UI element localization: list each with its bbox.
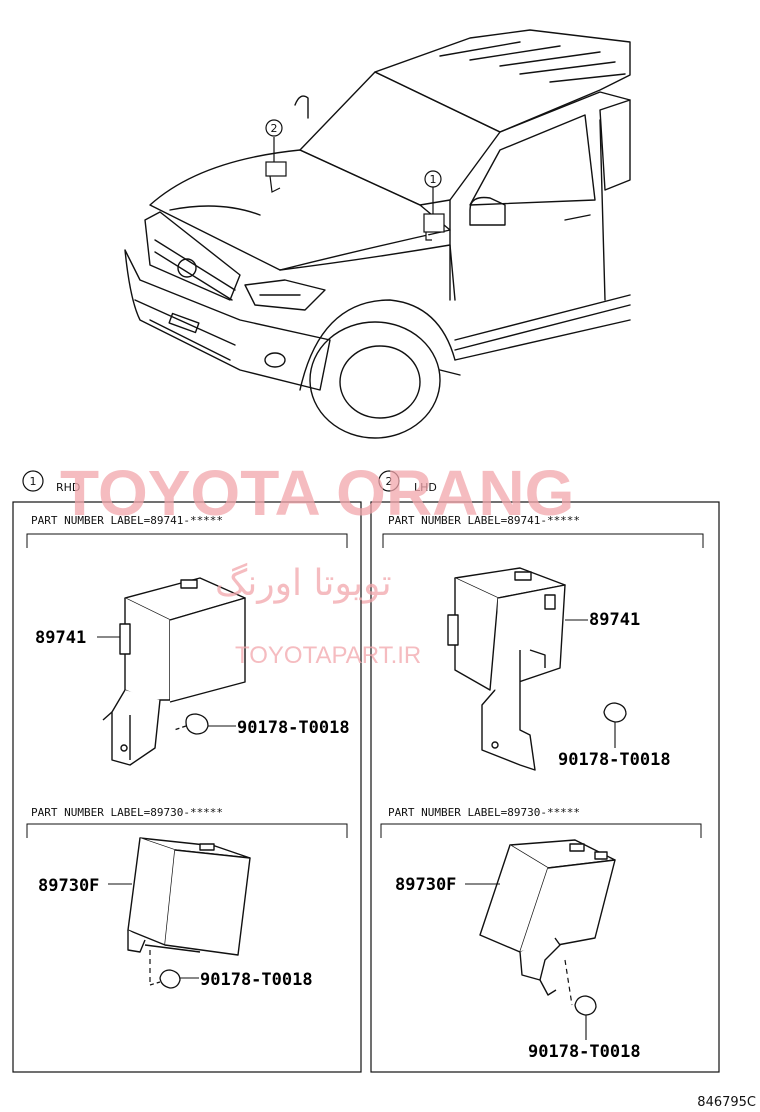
module-89741-lhd [447,567,566,771]
clip-90178-rhd-lower [159,969,181,989]
clip-90178-lhd-lower [574,995,597,1016]
panel-rhd-number-circle [22,470,44,492]
panel-rhd-bracket-b [26,823,348,838]
callout-circle-2: 2 [265,119,283,137]
panel-rhd-label-b: PART NUMBER LABEL=89730-***** [31,806,223,819]
clip-90178-rhd-lower-label: 90178-T0018 [200,970,313,990]
module-89730f-lhd [479,839,616,996]
watermark-line1: TOYOTA ORANG [60,457,574,529]
panel-rhd: 1 RHD PART NUMBER LABEL=89741-***** 8974… [12,470,362,1073]
callout-number-1: 1 [430,173,437,186]
component-marker-2 [265,137,287,193]
part-89730f-lhd: 89730F [395,875,456,895]
panel-rhd-number: 1 [30,475,37,488]
callout-circle-1: 1 [424,170,442,188]
clip-90178-lhd-upper [603,702,627,723]
panel-lhd-bracket-b [380,823,702,838]
watermark-line2: تویوتا اورنگ [215,562,392,604]
panel-rhd-bracket-a [26,533,348,548]
part-89741-rhd: 89741 [35,628,86,648]
clip-90178-lhd-upper-label: 90178-T0018 [558,750,671,770]
callout-number-2: 2 [271,122,278,135]
module-89741-rhd [102,577,246,766]
clip-rhd-lower-dash-h [149,981,161,986]
panel-lhd-label-b: PART NUMBER LABEL=89730-***** [388,806,580,819]
panel-lhd-bracket-a [382,533,704,548]
panel-lhd-number: 2 [386,475,393,488]
figure-reference: 846795C [697,1095,756,1110]
panel-rhd-frame [12,501,362,1073]
part-89741-lhd: 89741 [589,610,640,630]
panel-lhd-label-a: PART NUMBER LABEL=89741-***** [388,514,580,527]
clip-lhd-lower-dash [564,959,573,1006]
clip-90178-rhd-upper [173,713,209,735]
panel-lhd: 2 LHD PART NUMBER LABEL=89741-***** 8974… [370,470,720,1073]
panel-lhd-frame [370,501,720,1073]
panel-rhd-label-a: PART NUMBER LABEL=89741-***** [31,514,223,527]
watermark-line3: TOYOTAPART.IR [235,642,421,669]
module-89730f-rhd [127,837,251,956]
part-89730f-rhd: 89730F [38,876,99,896]
clip-90178-lhd-lower-label: 90178-T0018 [528,1042,641,1062]
panel-rhd-variant: RHD [56,481,80,494]
panel-lhd-number-circle [378,470,400,492]
clip-90178-rhd-upper-label: 90178-T0018 [237,718,350,738]
panel-lhd-variant: LHD [414,481,437,494]
component-marker-1 [423,186,445,241]
truck-illustration [124,29,631,439]
